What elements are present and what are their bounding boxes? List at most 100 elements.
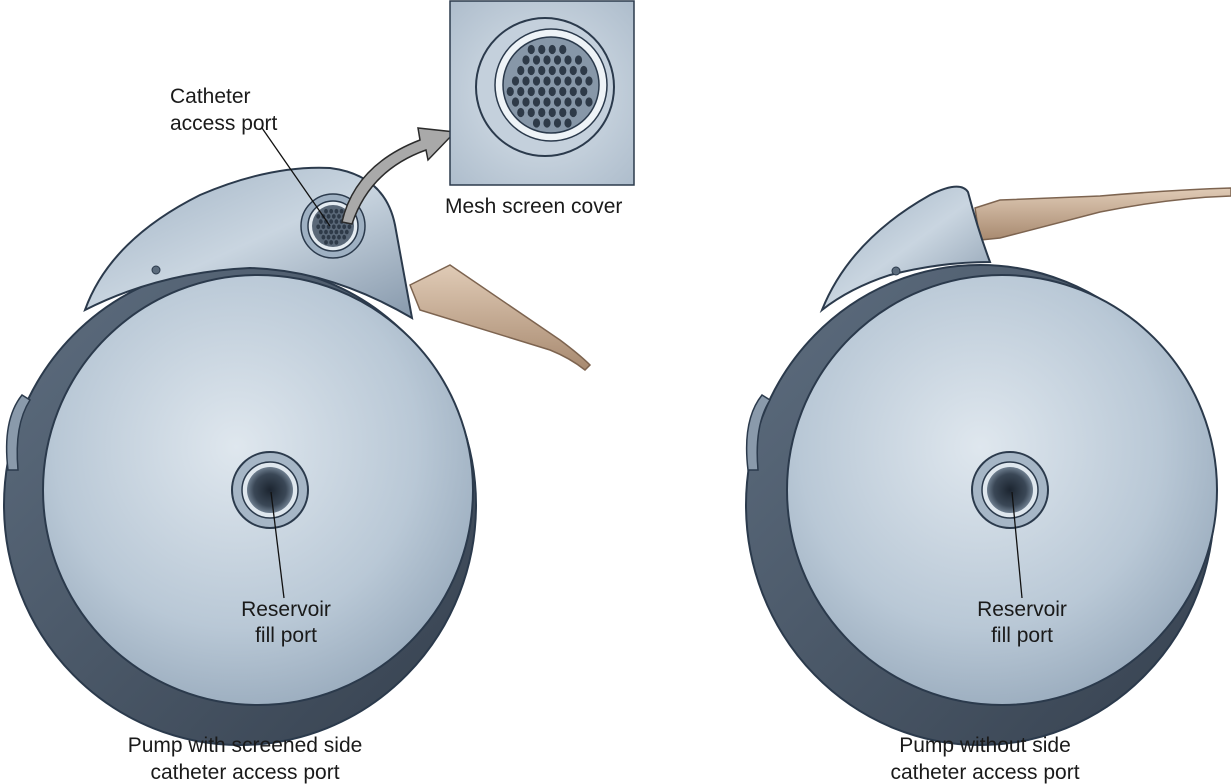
mesh-screen-inset (449, 0, 635, 186)
suture-loop (745, 394, 772, 471)
mesh-hole (318, 219, 323, 224)
mesh-hole (334, 219, 339, 224)
mesh-hole (334, 229, 339, 235)
mesh-hole (517, 65, 525, 76)
mesh-hole (569, 107, 577, 118)
mesh-hole (329, 219, 334, 224)
label-right-fill-port-2: fill port (991, 624, 1053, 647)
mesh-hole (324, 208, 328, 214)
mesh-hole (559, 86, 567, 97)
mesh-hole (553, 97, 562, 107)
mesh-hole (329, 240, 334, 245)
mesh-hole (538, 65, 546, 76)
mesh-hole (321, 224, 326, 230)
mesh-hole (532, 76, 541, 86)
mesh-hole (316, 214, 321, 219)
mesh-hole (538, 107, 546, 118)
mesh-hole (511, 97, 520, 107)
mesh-hole (506, 86, 514, 97)
mesh-hole (318, 229, 323, 235)
mesh-hole (559, 44, 567, 55)
suture-loop (5, 394, 32, 471)
mesh-hole (342, 234, 347, 240)
mesh-hole (574, 55, 583, 65)
mesh-hole (543, 55, 551, 65)
label-left-fill-port-1: Reservoir (241, 598, 331, 621)
caption-right-2: catheter access port (890, 761, 1079, 784)
mesh-hole (324, 229, 328, 235)
mesh-hole (326, 214, 331, 219)
label-left-fill-port-2: fill port (255, 624, 317, 647)
caption-right-1: Pump without side (899, 734, 1071, 757)
mesh-hole (337, 234, 341, 240)
housing-screw (891, 266, 901, 276)
mesh-hole (548, 65, 556, 76)
mesh-hole (564, 118, 572, 128)
reservoir-fill-port (971, 451, 1049, 529)
label-mesh-cover: Mesh screen cover (445, 195, 622, 218)
mesh-hole (574, 76, 583, 86)
mesh-hole (574, 97, 583, 107)
mesh-hole (585, 76, 593, 86)
mesh-hole (532, 118, 541, 128)
mesh-hole (569, 86, 577, 97)
label-right-fill-port-1: Reservoir (977, 598, 1067, 621)
mesh-hole (532, 97, 541, 107)
mesh-hole (585, 97, 593, 107)
mesh-hole (334, 208, 339, 214)
mesh-hole (331, 214, 336, 219)
label-catheter-port-1: Catheter (170, 85, 251, 108)
mesh-hole (543, 76, 551, 86)
mesh-hole (316, 224, 321, 230)
mesh-hole (329, 229, 334, 235)
mesh-hole (532, 55, 541, 65)
mesh-hole (517, 107, 525, 118)
label-catheter-port-2: access port (170, 112, 278, 135)
mesh-hole (511, 76, 520, 86)
mesh-hole (324, 240, 328, 245)
mesh-hole (339, 208, 344, 214)
mesh-holes (506, 44, 593, 128)
mesh-hole (522, 97, 530, 107)
mesh-hole (548, 107, 556, 118)
mesh-hole (527, 86, 535, 97)
mesh-hole (548, 44, 556, 55)
mesh-hole (569, 65, 577, 76)
mesh-hole (339, 229, 344, 235)
mesh-hole (527, 44, 535, 55)
mesh-hole (337, 214, 341, 219)
mesh-hole (517, 86, 525, 97)
mesh-hole (548, 86, 556, 97)
mesh-hole (543, 97, 551, 107)
mesh-hole (564, 97, 572, 107)
mesh-hole (553, 55, 562, 65)
catheter-tube (974, 187, 1231, 241)
mesh-hole (324, 219, 328, 224)
reservoir-fill-port (231, 451, 309, 529)
mesh-hole (522, 76, 530, 86)
leader-right-fill-port (1011, 491, 1023, 599)
mesh-hole (543, 118, 551, 128)
caption-left-2: catheter access port (150, 761, 339, 784)
mesh-hole (580, 86, 588, 97)
catheter-tube (409, 264, 592, 372)
leader-left-fill-port (270, 491, 285, 599)
mesh-hole (564, 55, 572, 65)
mesh-hole (580, 65, 588, 76)
mesh-hole (342, 224, 347, 230)
mesh-hole (331, 224, 336, 230)
mesh-hole (347, 224, 352, 230)
mesh-hole (331, 234, 336, 240)
mesh-hole (326, 234, 331, 240)
mesh-hole (522, 55, 530, 65)
mesh-hole (559, 107, 567, 118)
pump-with-screened-port (3, 166, 592, 746)
mesh-hole (538, 86, 546, 97)
mesh-hole (527, 107, 535, 118)
housing-screw (151, 265, 161, 275)
mesh-hole (321, 234, 326, 240)
mesh-hole (538, 44, 546, 55)
mesh-hole (527, 65, 535, 76)
port-housing (819, 185, 992, 314)
